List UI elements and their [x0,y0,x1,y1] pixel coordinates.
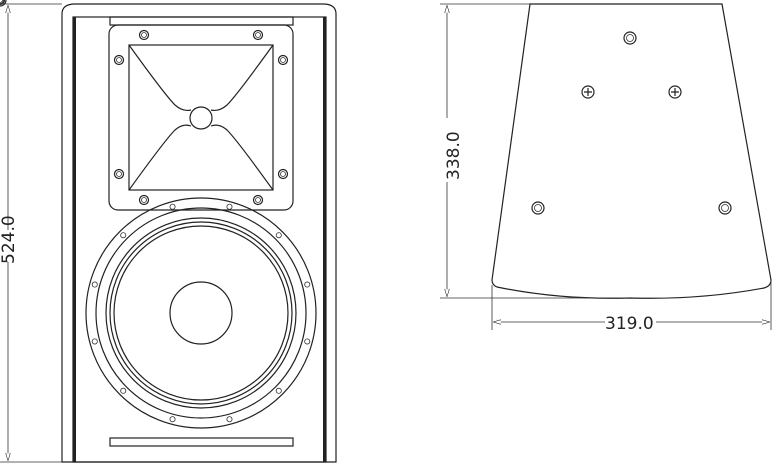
woofer-screw [120,232,127,239]
woofer-screw [169,416,176,423]
bottom-bar [109,437,294,447]
woofer-screw [169,203,176,210]
woofer-screws [91,203,311,423]
woofer-screw [304,338,311,345]
width-dimension-label: 319.0 [605,314,654,334]
height-dimension-label: 524.0 [0,215,19,264]
side-outline [491,3,772,299]
horn-screws [0,0,289,206]
right-edge [323,17,326,462]
woofer-screw [91,338,98,345]
woofer-screw [304,281,311,288]
baffle-frame [72,16,327,463]
depth-dimension-label: 338.0 [444,131,464,180]
horn-throat [189,106,213,130]
woofer-screw [275,232,282,239]
woofer [85,197,317,429]
left-edge [73,17,76,462]
cabinet-outline [61,3,337,463]
woofer-screw [226,203,233,210]
side-view: 338.0 319.0 [0,0,772,334]
horn-flare [128,44,274,191]
dust-cap [169,281,233,345]
horn-mouth [128,44,274,191]
woofer-screw [91,281,98,288]
top-bar [109,16,294,26]
front-view: 524.0 [0,0,337,463]
cross-screw-icon [581,85,682,99]
horn-plate [108,24,294,211]
woofer-screw [120,387,127,394]
woofer-screw [275,387,282,394]
woofer-screw [226,416,233,423]
